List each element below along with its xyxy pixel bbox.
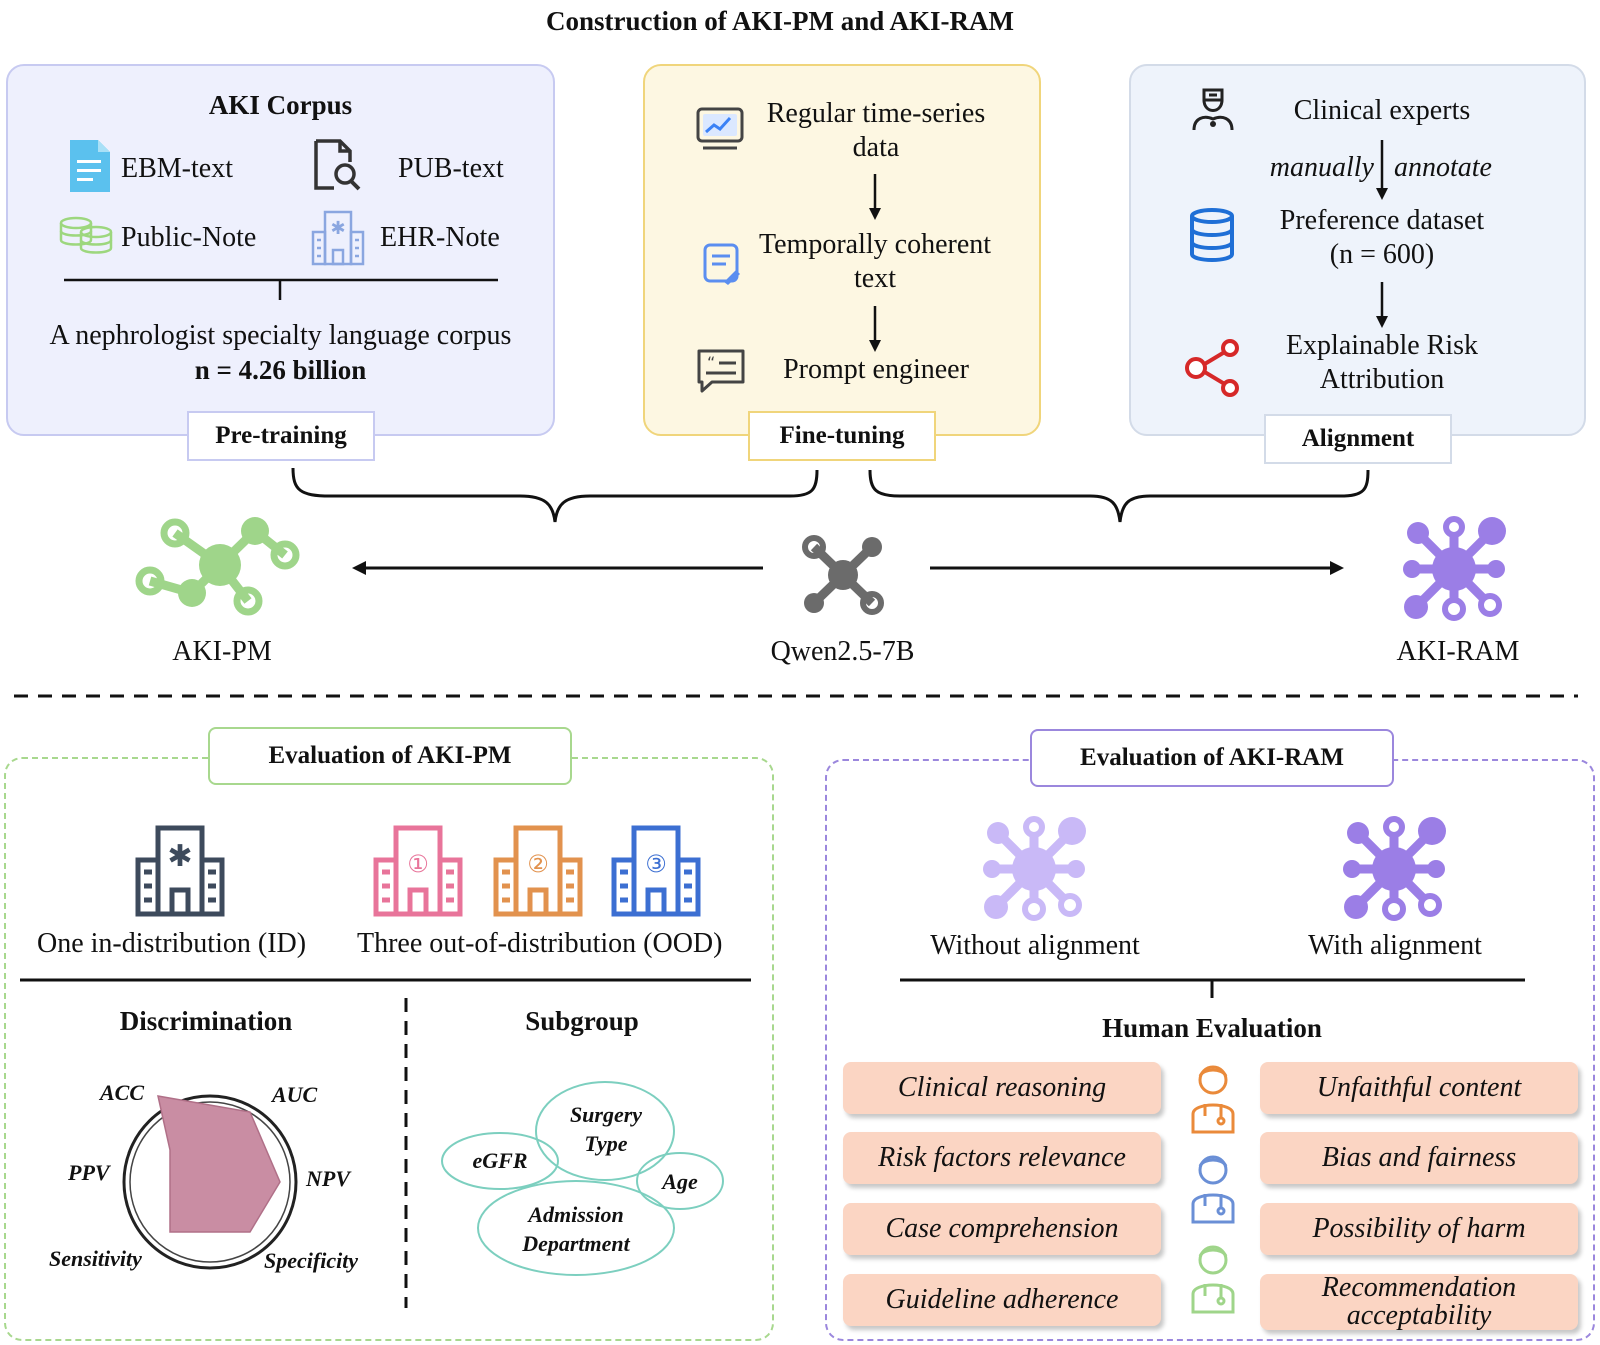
- document-icon: [70, 140, 110, 192]
- criterion-clinical-reasoning: Clinical reasoning: [843, 1062, 1161, 1114]
- curly-braces: [291, 467, 1370, 575]
- aki-ram-model-icon: [1403, 516, 1506, 621]
- annotation-annotate: annotate: [1394, 152, 1492, 183]
- radar-label-ppv: PPV: [68, 1160, 110, 1185]
- subgroup-egfr: eGFR: [472, 1148, 528, 1173]
- without-alignment-icon: [983, 816, 1086, 921]
- ood-number-1: ①: [407, 850, 429, 878]
- source-pub: PUB-text: [398, 153, 504, 184]
- explainable-risk-attribution: Attribution: [1319, 364, 1445, 395]
- id-label: One in-distribution (ID): [37, 928, 307, 959]
- section-separator: [14, 694, 1578, 698]
- criterion-recommendation: Recommendation acceptability: [1260, 1274, 1578, 1330]
- ood-label: Three out-of-distribution (OOD): [357, 928, 723, 959]
- subgroup-ellipses: [441, 1081, 724, 1276]
- source-ehr-note: EHR-Note: [380, 222, 500, 253]
- model-qwen: Qwen2.5-7B: [770, 636, 915, 667]
- criterion-case-comprehension: Case comprehension: [843, 1203, 1161, 1255]
- subgroup-age: Age: [662, 1169, 698, 1194]
- radar-label-sensitivity: Sensitivity: [49, 1246, 142, 1271]
- monitor-chart-icon: [696, 107, 744, 150]
- corpus-heading: AKI Corpus: [208, 90, 353, 120]
- corpus-description: A nephrologist specialty language corpus: [49, 320, 512, 351]
- tag-eval-ram: Evaluation of AKI-RAM: [1030, 729, 1394, 787]
- doctor-icon-orange: [1191, 1065, 1235, 1134]
- radar-label-specificity: Specificity: [264, 1248, 359, 1273]
- human-evaluation-heading: Human Evaluation: [1102, 1013, 1322, 1043]
- id-hospital-icon: ✱: [135, 825, 225, 917]
- tag-eval-pm: Evaluation of AKI-PM: [208, 727, 572, 785]
- criterion-unfaithful: Unfaithful content: [1260, 1062, 1578, 1114]
- subgroup-heading: Subgroup: [525, 1006, 639, 1036]
- model-aki-ram: AKI-RAM: [1396, 636, 1520, 667]
- share-nodes-icon: [1185, 339, 1239, 397]
- subgroup-surgery: Surgery Type: [569, 1102, 643, 1156]
- tag-pretraining: Pre-training: [187, 411, 375, 461]
- with-alignment-icon: [1343, 816, 1446, 921]
- doctor-icon-blue: [1191, 1155, 1235, 1224]
- svg-text:✱: ✱: [330, 218, 345, 239]
- hospital-icon: ✱: [311, 210, 365, 266]
- finetune-arrow-1: [869, 174, 881, 352]
- clinical-experts: Clinical experts: [1293, 95, 1471, 126]
- note-edit-icon: [703, 243, 740, 285]
- document-search-icon: [314, 139, 361, 191]
- with-alignment-label: With alignment: [1308, 930, 1482, 961]
- tag-finetuning: Fine-tuning: [748, 411, 936, 461]
- discrimination-heading: Discrimination: [119, 1006, 293, 1036]
- eval-pm-dividers: [20, 978, 751, 1308]
- preference-dataset: Preference dataset: [1279, 205, 1485, 236]
- doctor-icon: [1192, 88, 1234, 131]
- figure-title: Construction of AKI-PM and AKI-RAM: [545, 6, 1014, 36]
- model-aki-pm: AKI-PM: [172, 636, 272, 667]
- finetune-step3: Prompt engineer: [783, 354, 969, 385]
- doctor-icon-green: [1191, 1245, 1235, 1314]
- ood-hospital-icon-1: [373, 825, 463, 917]
- radar-label-auc: AUC: [272, 1082, 318, 1107]
- subgroup-admission: Admission Department: [522, 1202, 630, 1256]
- finetune-step2: Temporally coherent text: [758, 229, 992, 294]
- explainable-risk: Explainable Risk: [1285, 330, 1479, 361]
- human-eval-bracket: [900, 978, 1525, 998]
- corpus-size: n = 4.26 billion: [194, 355, 367, 385]
- criterion-bias: Bias and fairness: [1260, 1132, 1578, 1184]
- finetune-step1: Regular time-series data: [766, 98, 986, 163]
- ood-hospital-icon-3: [611, 825, 701, 917]
- annotation-manually: manually: [1269, 152, 1374, 183]
- without-alignment-label: Without alignment: [930, 930, 1140, 961]
- database-icon: [1190, 208, 1234, 262]
- radar-chart: [122, 1094, 298, 1270]
- criterion-guideline-adherence: Guideline adherence: [843, 1274, 1161, 1326]
- preference-dataset-size: (n = 600): [1329, 239, 1435, 270]
- svg-text:“: “: [707, 353, 715, 372]
- source-public-note: Public-Note: [121, 222, 257, 253]
- pretraining-panel: [6, 64, 555, 436]
- radar-label-npv: NPV: [306, 1166, 350, 1191]
- criterion-risk-factors: Risk factors relevance: [843, 1132, 1161, 1184]
- ood-number-3: ③: [645, 850, 667, 878]
- radar-label-acc: ACC: [100, 1080, 145, 1105]
- ood-number-2: ②: [527, 850, 549, 878]
- corpus-bracket: [64, 278, 498, 300]
- aki-pm-model-icon: [135, 517, 300, 616]
- stacked-database-icon: [59, 216, 113, 254]
- tag-alignment: Alignment: [1264, 414, 1452, 464]
- prompt-chat-icon: “: [697, 349, 745, 393]
- source-ebm: EBM-text: [121, 153, 233, 184]
- criterion-harm: Possibility of harm: [1260, 1203, 1578, 1255]
- alignment-arrows: [1376, 140, 1388, 328]
- ood-hospital-icon-2: [493, 825, 583, 917]
- svg-text:✱: ✱: [167, 839, 192, 874]
- qwen-model-icon: [802, 535, 884, 615]
